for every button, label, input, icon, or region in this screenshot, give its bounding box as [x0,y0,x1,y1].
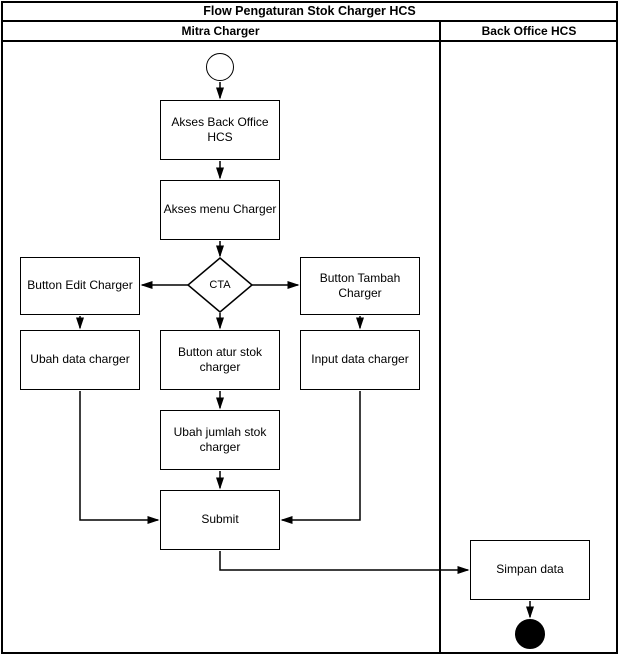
node-ubah-jumlah-stok-charger: Ubah jumlah stok charger [160,410,280,470]
node-akses-back-office-hcs: Akses Back Office HCS [160,100,280,160]
node-label: Button atur stok charger [177,344,263,374]
end-node [515,619,545,649]
node-submit: Submit [160,490,280,550]
diagram-title: Flow Pengaturan Stok Charger HCS [1,1,618,22]
pool-border [1,1,618,654]
node-button-edit-charger: Button Edit Charger [20,257,140,315]
node-label: Button Edit Charger [27,278,133,293]
lane-header-back-office-hcs: Back Office HCS [440,22,618,42]
node-label: Akses menu Charger [163,202,277,217]
node-input-data-charger: Input data charger [300,330,420,390]
node-ubah-data-charger: Ubah data charger [20,330,140,390]
node-label: Ubah data charger [30,352,130,367]
node-cta-decision: CTA [188,258,252,312]
lane-header-mitra-charger: Mitra Charger [1,22,440,42]
node-label: Akses Back Office HCS [171,114,269,144]
node-simpan-data: Simpan data [470,540,590,600]
node-label: Ubah jumlah stok charger [173,424,267,454]
node-akses-menu-charger: Akses menu Charger [160,180,280,240]
node-label: Button Tambah Charger [319,270,401,300]
lane-divider-line [439,22,441,654]
node-button-tambah-charger: Button Tambah Charger [300,257,420,315]
node-button-atur-stok-charger: Button atur stok charger [160,330,280,390]
node-label: Input data charger [311,352,409,367]
node-label: CTA [209,279,231,291]
node-label: Submit [201,512,239,527]
node-label: Simpan data [496,562,564,577]
start-node [206,53,234,81]
